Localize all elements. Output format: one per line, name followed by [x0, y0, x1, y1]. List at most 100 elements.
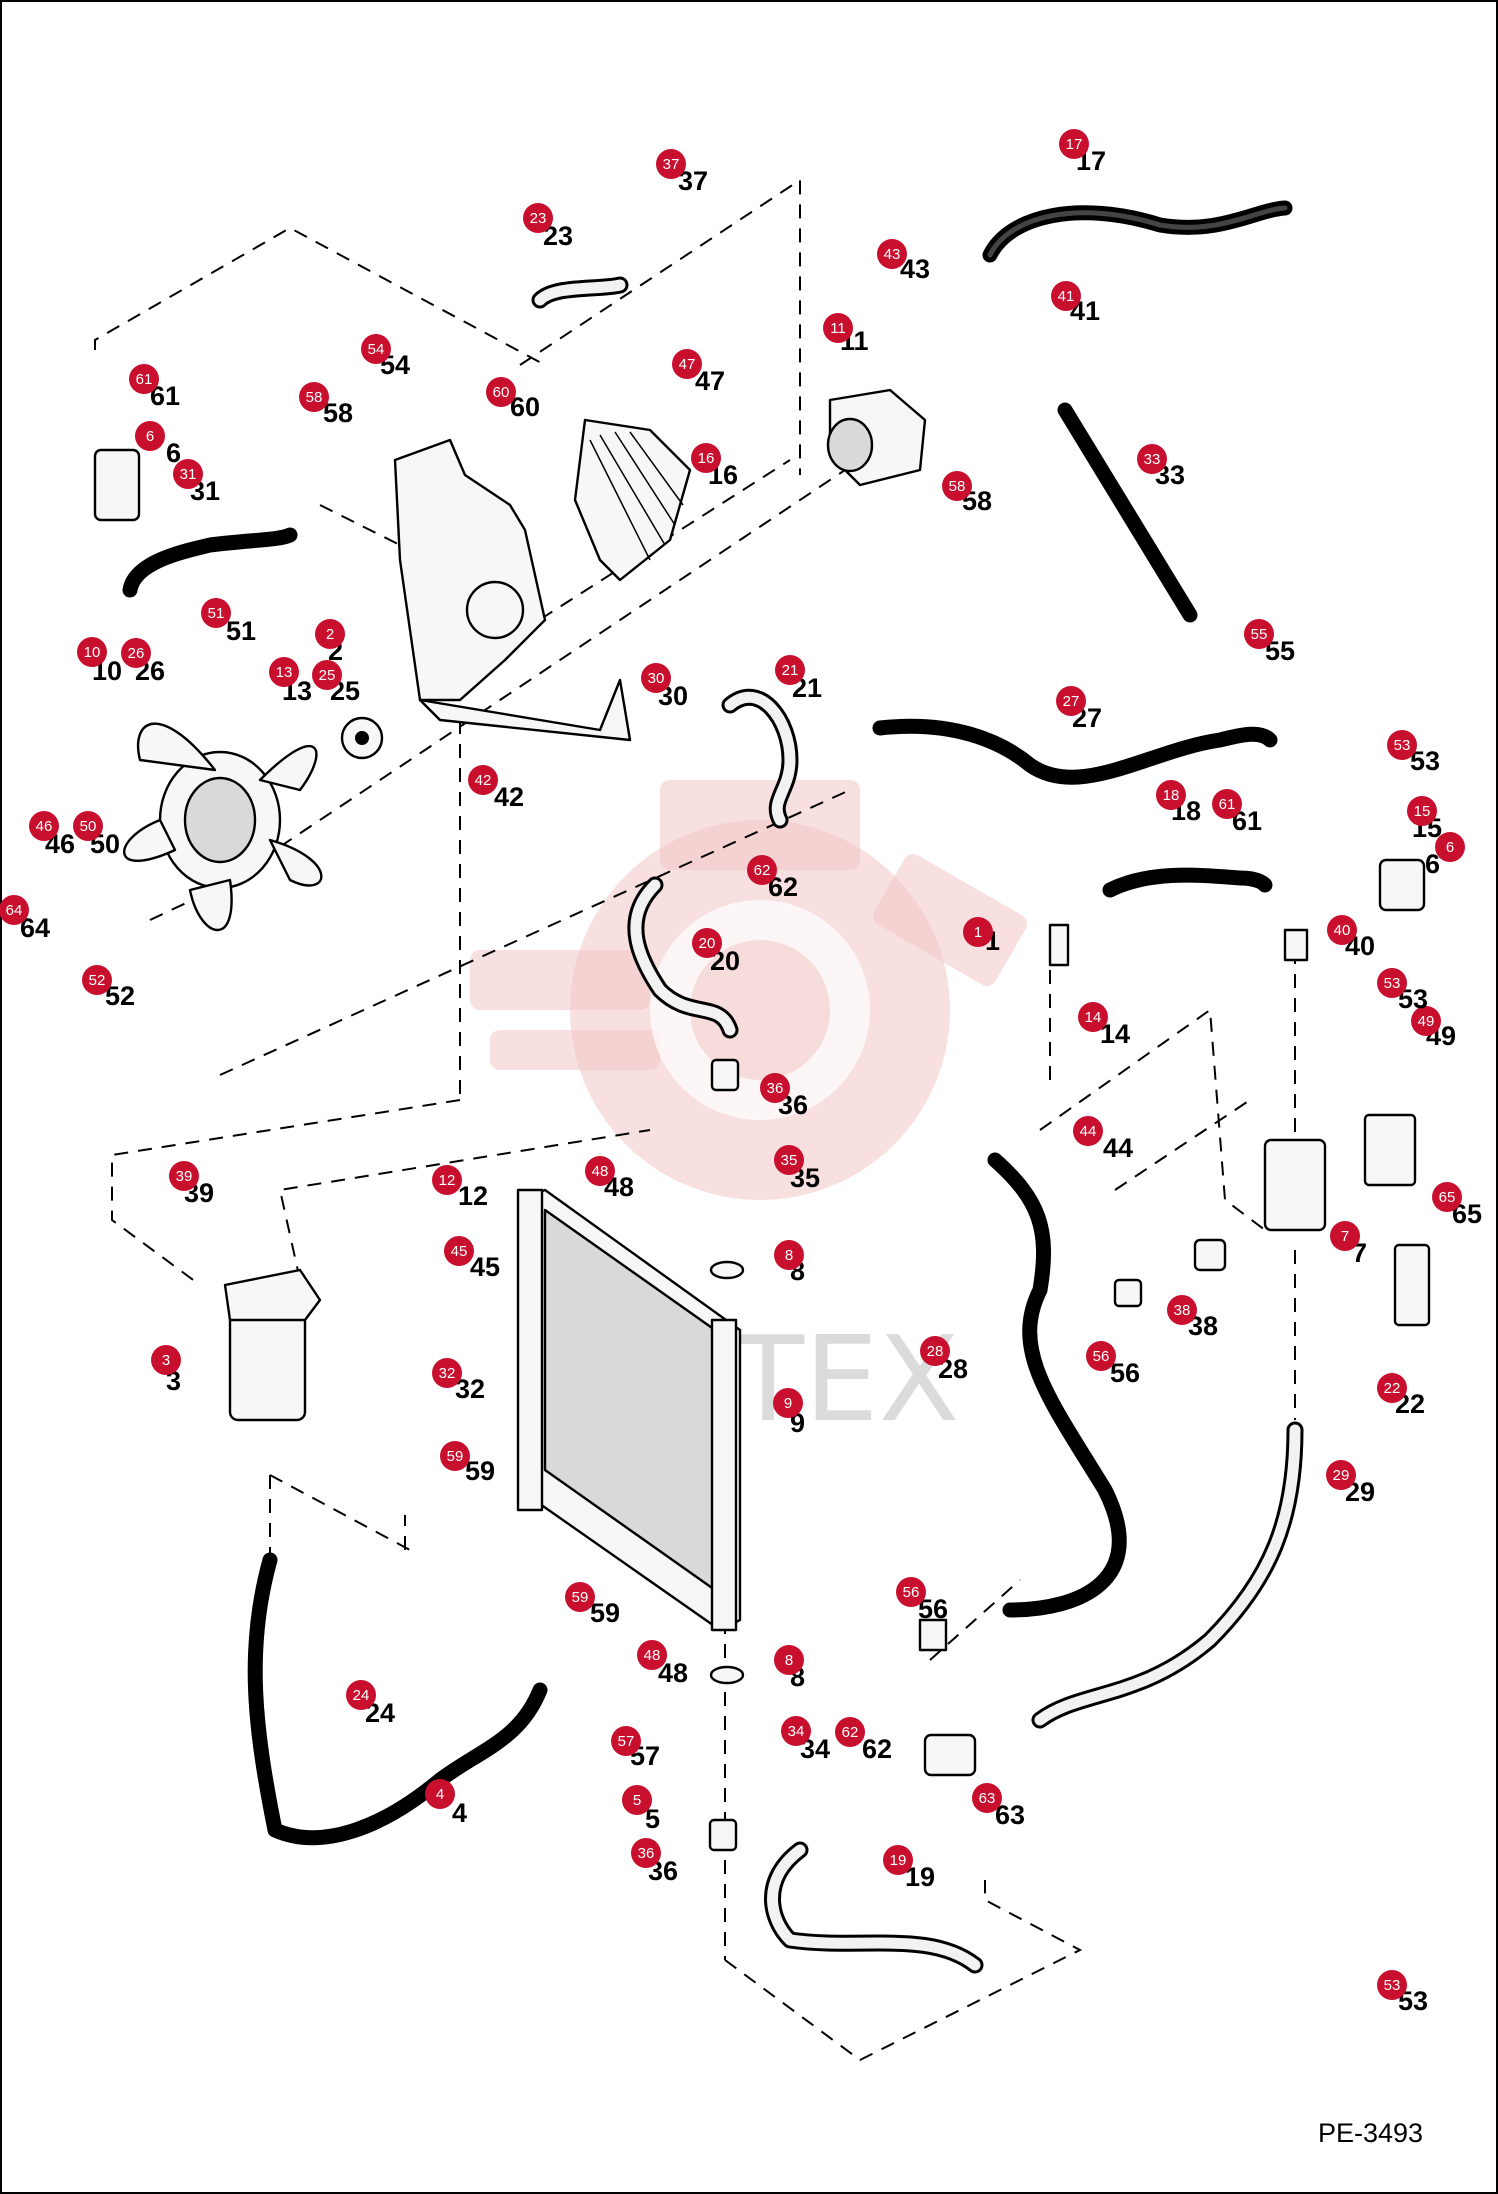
callout-badge-number: 3 — [162, 1352, 170, 1369]
callout-badge-number: 34 — [788, 1723, 805, 1740]
callout-badge-number: 53 — [1384, 975, 1401, 992]
callout-number: 6 — [1425, 849, 1440, 879]
callout-badge-number: 64 — [6, 902, 23, 919]
callout-badge: 7 — [1330, 1221, 1360, 1251]
callout-badge-number: 14 — [1085, 1009, 1102, 1026]
callout-badge-number: 49 — [1418, 1013, 1435, 1030]
callout-labels: 1122334455666677888899101011111212131314… — [0, 129, 1482, 2016]
callout-number: 44 — [1103, 1133, 1133, 1163]
callout-badge-number: 8 — [785, 1247, 793, 1264]
callout-badge: 42 — [468, 765, 498, 795]
hoses — [122, 200, 1293, 1846]
callout-badge: 48 — [637, 1640, 667, 1670]
callout-badge-number: 19 — [890, 1852, 907, 1869]
callout-badge: 2 — [315, 619, 345, 649]
callout-badge: 8 — [774, 1645, 804, 1675]
callout-badge: 20 — [692, 928, 722, 958]
callout-number: 4 — [452, 1798, 467, 1828]
callout-badge-number: 36 — [638, 1845, 655, 1862]
callout-badge-number: 56 — [903, 1584, 920, 1601]
callout-number: 62 — [862, 1734, 892, 1764]
callout-badge-number: 59 — [447, 1448, 464, 1465]
callout-badge: 61 — [129, 364, 159, 394]
callout-badge: 15 — [1407, 796, 1437, 826]
callout-badge-number: 63 — [979, 1790, 996, 1807]
callout-badge-number: 22 — [1384, 1380, 1401, 1397]
callout-badge: 17 — [1059, 129, 1089, 159]
callout-badge: 35 — [774, 1145, 804, 1175]
callout-badge-number: 29 — [1333, 1467, 1350, 1484]
watermark-gear-logo — [470, 780, 1027, 1200]
oil-filter — [223, 1268, 322, 1422]
callout-badge-number: 42 — [475, 772, 492, 789]
metal-tubes — [531, 276, 1304, 1974]
callout-badge-number: 58 — [306, 389, 323, 406]
callout-badge: 49 — [1411, 1006, 1441, 1036]
callout-badge: 13 — [269, 657, 299, 687]
callout-badge: 50 — [73, 811, 103, 841]
callout-number: 6 — [166, 438, 181, 468]
callout-badge-number: 33 — [1144, 451, 1161, 468]
callout-badge: 5 — [622, 1785, 652, 1815]
callout-badge-number: 60 — [493, 384, 510, 401]
callout-badge-number: 44 — [1080, 1123, 1097, 1140]
callout-badge: 32 — [432, 1358, 462, 1388]
callout-4: 44 — [425, 1779, 467, 1828]
callout-number: 59 — [590, 1598, 620, 1628]
callout-badge: 34 — [781, 1716, 811, 1746]
callout-badge-number: 58 — [949, 478, 966, 495]
callout-badge: 51 — [201, 598, 231, 628]
callout-number: 56 — [1110, 1358, 1140, 1388]
callout-badge: 1 — [963, 917, 993, 947]
callout-badge-number: 18 — [1163, 787, 1180, 804]
callout-badge: 53 — [1377, 1970, 1407, 2000]
callout-badge-number: 26 — [128, 645, 145, 662]
callout-badge: 26 — [121, 638, 151, 668]
callout-badge-number: 48 — [592, 1163, 609, 1180]
callout-badge-number: 15 — [1414, 803, 1431, 820]
callout-badge: 40 — [1327, 915, 1357, 945]
callout-badge-number: 47 — [679, 356, 696, 373]
callout-badge-number: 39 — [176, 1168, 193, 1185]
callout-badge: 28 — [920, 1336, 950, 1366]
callout-badge-number: 43 — [884, 246, 901, 263]
callout-badge-number: 62 — [754, 862, 771, 879]
callout-number: 42 — [494, 782, 524, 812]
callout-badge: 25 — [312, 660, 342, 690]
callout-badge: 6 — [1435, 832, 1465, 862]
callout-badge-number: 59 — [572, 1589, 589, 1606]
callout-badge-number: 2 — [326, 626, 334, 643]
callout-badge: 38 — [1167, 1295, 1197, 1325]
callout-badge: 36 — [631, 1838, 661, 1868]
callout-badge-number: 10 — [84, 644, 101, 661]
callout-badge-number: 6 — [1446, 839, 1454, 856]
callout-badge-number: 4 — [436, 1786, 444, 1803]
callout-badge: 3 — [151, 1345, 181, 1375]
callout-badge-number: 7 — [1341, 1228, 1349, 1245]
